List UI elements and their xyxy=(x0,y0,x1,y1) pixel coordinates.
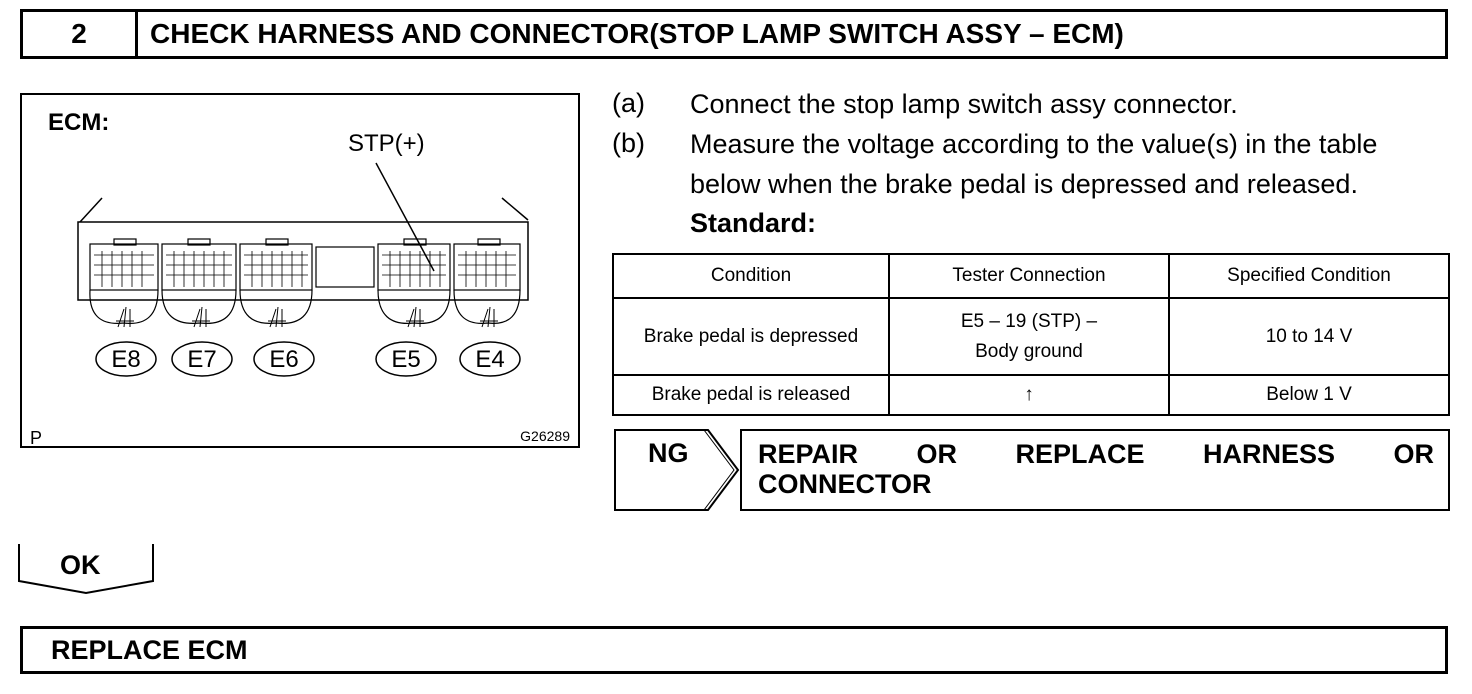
step-number: 2 xyxy=(23,12,138,56)
table-cell-tester: ↑ xyxy=(888,374,1170,416)
ng-action-word: OR xyxy=(916,439,958,469)
ng-action-word: OR xyxy=(1393,439,1435,469)
ok-arrow-box xyxy=(18,544,154,595)
step-a-label: (a) xyxy=(612,88,645,118)
connector-label-e7: E7 xyxy=(187,346,216,373)
ng-action-box: REPAIR OR REPLACE HARNESS OR CONNECTOR xyxy=(740,429,1450,511)
table-row: Brake pedal is depressed E5 – 19 (STP) –… xyxy=(612,297,1450,376)
step-b-label: (b) xyxy=(612,128,645,158)
spec-table: Condition Tester Connection Specified Co… xyxy=(612,253,1450,416)
table-header-condition: Condition xyxy=(612,253,890,299)
table-cell-specified: Below 1 V xyxy=(1168,374,1450,416)
step-a-text: Connect the stop lamp switch assy connec… xyxy=(690,89,1238,119)
ng-action-line1: REPAIR OR REPLACE HARNESS OR xyxy=(758,439,1434,470)
table-row: Brake pedal is released ↑ Below 1 V xyxy=(612,374,1450,416)
table-header-specified: Specified Condition xyxy=(1168,253,1450,299)
final-action-text: REPLACE ECM xyxy=(51,634,248,665)
tester-line2: Body ground xyxy=(975,340,1083,362)
table-cell-specified: 10 to 14 V xyxy=(1168,297,1450,376)
figure-code: G26289 xyxy=(520,428,570,444)
connector-label-e6: E6 xyxy=(269,346,298,373)
table-cell-tester: E5 – 19 (STP) – Body ground xyxy=(888,297,1170,376)
ng-action-word: REPAIR xyxy=(758,439,859,469)
figure-title: ECM: xyxy=(48,109,110,136)
table-cell-condition: Brake pedal is depressed xyxy=(612,297,890,376)
ng-arrow-box xyxy=(614,429,740,511)
step-title: CHECK HARNESS AND CONNECTOR(STOP LAMP SW… xyxy=(150,18,1124,49)
figure-corner-mark: P xyxy=(30,428,43,448)
tester-line1: E5 – 19 (STP) – xyxy=(960,310,1098,332)
ecm-connector-drawing: E8 E7 E6 E5 E4 xyxy=(77,162,529,377)
connector-label-e5: E5 xyxy=(391,346,420,373)
table-cell-condition: Brake pedal is released xyxy=(612,374,890,416)
connector-label-e4: E4 xyxy=(475,346,504,373)
pin-label-stp: STP(+) xyxy=(348,130,425,157)
ng-label: NG xyxy=(648,438,689,468)
step-b-text-line2: below when the brake pedal is depressed … xyxy=(690,169,1358,199)
step-header: 2 CHECK HARNESS AND CONNECTOR(STOP LAMP … xyxy=(20,9,1448,59)
ng-action-word: REPLACE xyxy=(1015,439,1145,469)
final-action-box: REPLACE ECM xyxy=(20,626,1448,674)
table-header-tester: Tester Connection xyxy=(888,253,1170,299)
connector-label-e8: E8 xyxy=(111,346,140,373)
ecm-connector-figure: E8 E7 E6 E5 E4 ECM: STP(+) P G26289 xyxy=(20,93,580,448)
ng-action-line2: CONNECTOR xyxy=(758,469,932,499)
step-b-text-line1: Measure the voltage according to the val… xyxy=(690,129,1378,159)
ng-action-word: HARNESS xyxy=(1202,439,1336,469)
standard-label: Standard: xyxy=(690,208,817,238)
ok-label: OK xyxy=(60,550,101,580)
